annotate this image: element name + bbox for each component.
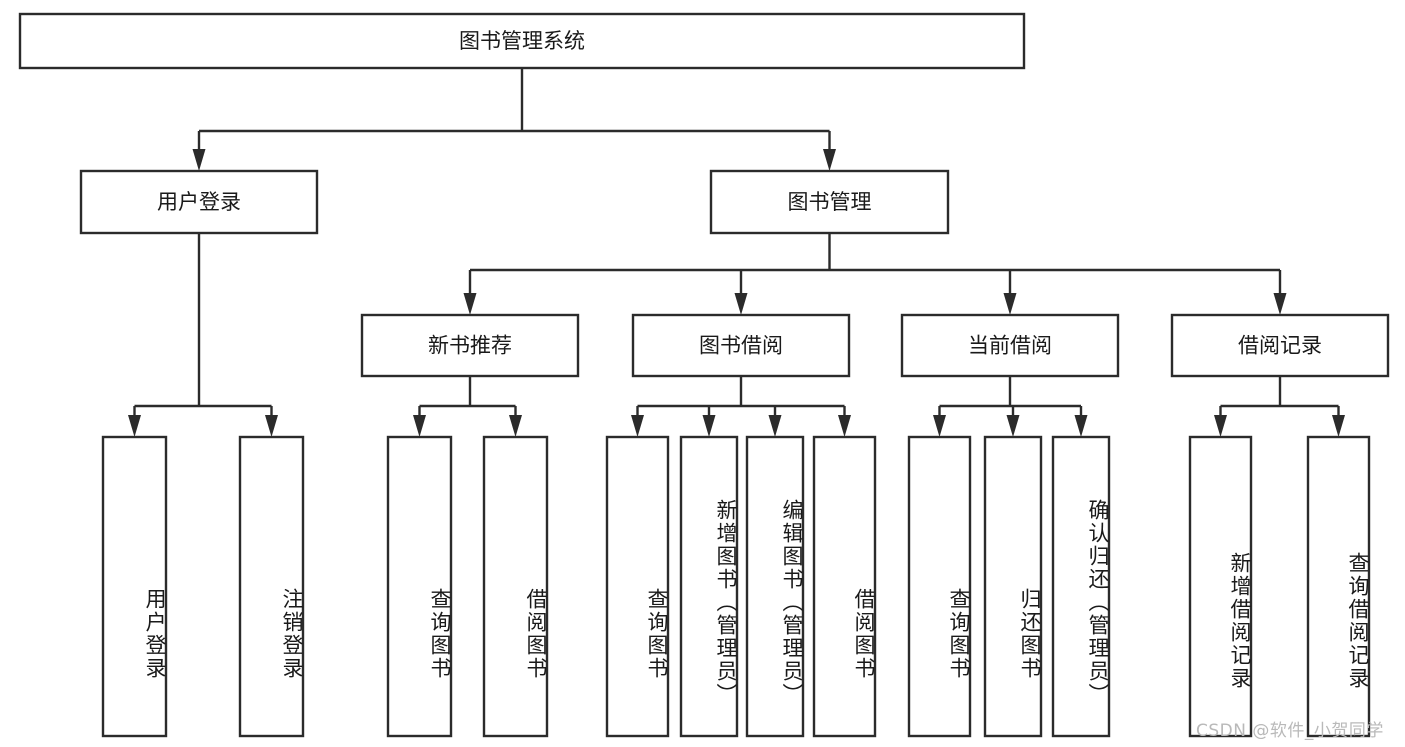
arrow-head-icon	[838, 415, 851, 437]
arrow-head-icon	[509, 415, 522, 437]
node-box-current-borrow[interactable]	[900, 313, 1120, 378]
node-leaf-query-book-3[interactable]	[907, 435, 972, 738]
arrow-head-icon	[463, 293, 477, 315]
arrow-head-icon	[631, 415, 644, 437]
node-book-borrow[interactable]: 图书借阅	[631, 313, 851, 378]
node-box-leaf-user-logout[interactable]	[238, 435, 305, 738]
node-root[interactable]: 图书管理系统	[18, 12, 1026, 70]
node-box-leaf-borrow-book-2[interactable]	[812, 435, 877, 738]
edge-group-new-book-recommend	[413, 376, 522, 437]
node-box-leaf-add-record[interactable]	[1188, 435, 1253, 738]
node-leaf-query-book-1[interactable]	[386, 435, 453, 738]
node-box-leaf-confirm-return[interactable]	[1051, 435, 1111, 738]
arrow-head-icon	[192, 149, 206, 171]
node-user-login[interactable]: 用户登录	[79, 169, 319, 235]
node-label-current-borrow: 当前借阅	[968, 334, 1052, 358]
node-leaf-confirm-return[interactable]	[1051, 435, 1111, 738]
node-label-user-login: 用户登录	[157, 190, 241, 214]
node-box-user-login[interactable]	[79, 169, 319, 235]
arrow-head-icon	[413, 415, 426, 437]
node-label-book-management: 图书管理	[788, 190, 872, 214]
csdn-watermark: CSDN @软件_小贺同学	[1196, 721, 1384, 741]
node-borrow-record[interactable]: 借阅记录	[1170, 313, 1390, 378]
node-new-book-recommend[interactable]: 新书推荐	[360, 313, 580, 378]
arrow-head-icon	[128, 415, 141, 437]
node-leaf-add-book[interactable]	[679, 435, 739, 738]
arrow-head-icon	[1332, 415, 1345, 437]
node-box-leaf-user-login[interactable]	[101, 435, 168, 738]
node-label-book-borrow: 图书借阅	[699, 334, 783, 358]
node-leaf-user-logout[interactable]	[238, 435, 305, 738]
edge-group-borrow-record	[1214, 376, 1345, 437]
arrow-head-icon	[933, 415, 946, 437]
node-box-leaf-query-record[interactable]	[1306, 435, 1371, 738]
node-label-borrow-record: 借阅记录	[1238, 334, 1322, 358]
node-box-borrow-record[interactable]	[1170, 313, 1390, 378]
edge-group-root	[192, 68, 836, 171]
node-leaf-return-book[interactable]	[983, 435, 1043, 738]
node-leaf-edit-book[interactable]	[745, 435, 805, 738]
edge-group-user-login	[128, 233, 278, 437]
node-box-leaf-query-book-1[interactable]	[386, 435, 453, 738]
node-leaf-borrow-book-2[interactable]	[812, 435, 877, 738]
node-box-leaf-query-book-3[interactable]	[907, 435, 972, 738]
connector-layer	[128, 68, 1345, 437]
node-box-new-book-recommend[interactable]	[360, 313, 580, 378]
node-box-book-management[interactable]	[709, 169, 950, 235]
node-box-leaf-add-book[interactable]	[679, 435, 739, 738]
node-leaf-add-record[interactable]	[1188, 435, 1253, 738]
edge-group-book-management	[463, 233, 1287, 315]
node-label-new-book-recommend: 新书推荐	[428, 334, 512, 358]
arrow-head-icon	[1006, 415, 1020, 437]
node-leaf-borrow-book-1[interactable]	[482, 435, 549, 738]
node-box-root[interactable]	[18, 12, 1026, 70]
arrow-head-icon	[1273, 293, 1287, 315]
node-leaf-query-record[interactable]	[1306, 435, 1371, 738]
arrow-head-icon	[265, 415, 278, 437]
node-box-leaf-edit-book[interactable]	[745, 435, 805, 738]
node-book-management[interactable]: 图书管理	[709, 169, 950, 235]
node-box-leaf-query-book-2[interactable]	[605, 435, 670, 738]
arrow-head-icon	[734, 293, 748, 315]
arrow-head-icon	[1003, 293, 1017, 315]
edge-group-current-borrow	[933, 376, 1088, 437]
edge-group-book-borrow	[631, 376, 851, 437]
arrow-head-icon	[1074, 415, 1088, 437]
arrow-head-icon	[823, 149, 836, 171]
node-box-leaf-return-book[interactable]	[983, 435, 1043, 738]
node-box-leaf-borrow-book-1[interactable]	[482, 435, 549, 738]
node-leaf-query-book-2[interactable]	[605, 435, 670, 738]
arrow-head-icon	[702, 415, 716, 437]
node-box-book-borrow[interactable]	[631, 313, 851, 378]
arrow-head-icon	[768, 415, 782, 437]
node-leaf-user-login[interactable]	[101, 435, 168, 738]
node-label-root: 图书管理系统	[459, 29, 585, 53]
node-current-borrow[interactable]: 当前借阅	[900, 313, 1120, 378]
arrow-head-icon	[1214, 415, 1227, 437]
